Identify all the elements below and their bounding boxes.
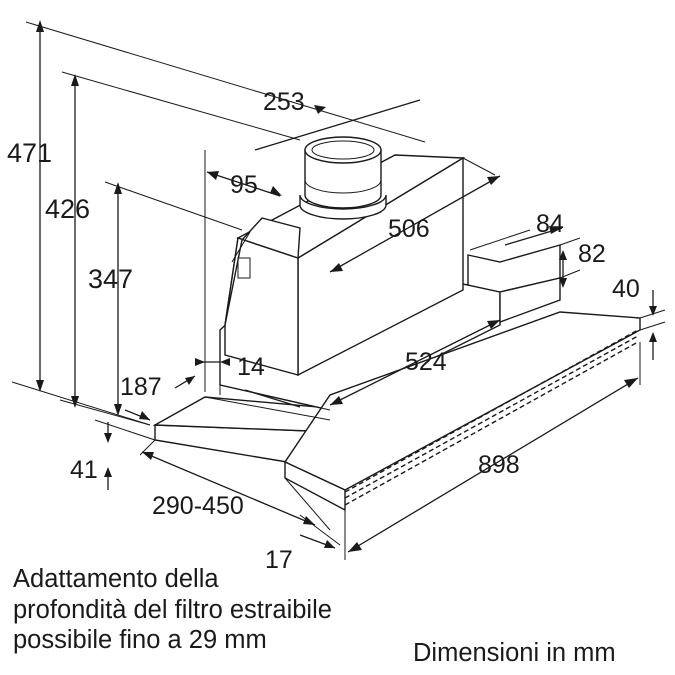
lip-line-3 <box>244 389 301 408</box>
units-note: Dimensioni in mm <box>413 639 616 667</box>
motor-lower <box>499 277 561 324</box>
lip-line-2 <box>204 396 331 421</box>
dimension-labels: 471 426 347 253 95 506 84 82 40 524 14 1… <box>7 88 640 574</box>
filter-note-line-2: profondità del filtro estraibile <box>13 595 332 624</box>
extension-lines <box>11 21 666 560</box>
hood-body <box>152 136 641 512</box>
dim-84: 84 <box>536 210 564 238</box>
filter-note-line-1: Adattamento della <box>13 565 219 593</box>
dim-187: 187 <box>120 373 162 401</box>
filter-note-line-3: possibile fino a 29 mm <box>13 626 267 654</box>
filter-cassette <box>224 217 301 326</box>
filter-frame-line <box>231 231 251 263</box>
dim-506: 506 <box>388 215 430 243</box>
dim-41: 41 <box>70 456 98 484</box>
air-outlet <box>299 136 387 220</box>
dim-524: 524 <box>405 348 447 376</box>
dim-95: 95 <box>230 171 258 199</box>
filter-adjustment-note: Adattamento della profondità del filtro … <box>13 564 433 656</box>
lip-line-1 <box>219 384 331 411</box>
dim-253: 253 <box>263 88 305 116</box>
dim-82: 82 <box>578 240 606 268</box>
dim-347: 347 <box>88 264 133 294</box>
dim-17: 17 <box>265 546 293 574</box>
dim-290-450: 290-450 <box>152 492 244 520</box>
dim-471: 471 <box>7 138 52 168</box>
dim-898: 898 <box>478 451 520 479</box>
dim-40: 40 <box>612 275 640 303</box>
dimension-arrows <box>36 20 657 553</box>
dim-14: 14 <box>237 353 265 381</box>
dim-426: 426 <box>45 194 90 224</box>
filter-clip <box>237 257 251 279</box>
